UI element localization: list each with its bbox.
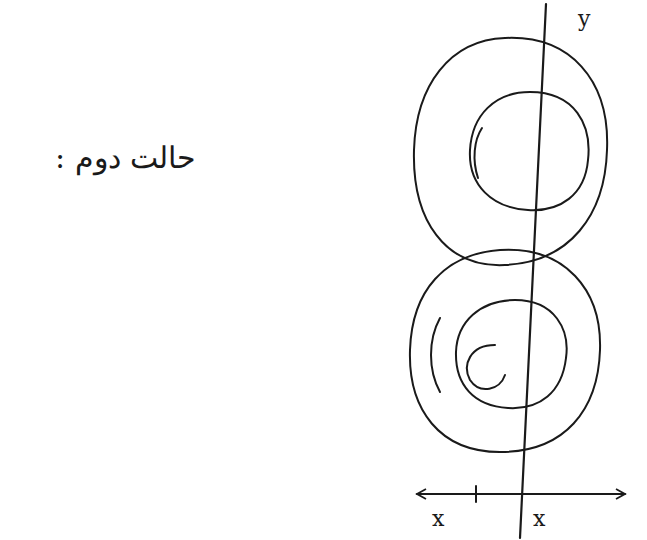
axis-label: x <box>533 506 545 532</box>
axis-label: y <box>578 6 590 32</box>
inner-loop <box>470 92 589 210</box>
tick <box>475 486 477 502</box>
outer-loop <box>414 38 607 265</box>
inner-stroke <box>475 128 482 178</box>
x-axis-left <box>417 493 520 495</box>
x-axis-right <box>520 493 625 495</box>
inner-spiral <box>467 345 505 389</box>
inner-stroke <box>431 318 440 392</box>
case-heading: حالت دوم : <box>55 140 196 176</box>
axis-label: x <box>432 506 444 532</box>
inner-loop <box>456 300 567 408</box>
y-axis <box>520 4 546 538</box>
outer-loop <box>410 250 600 452</box>
